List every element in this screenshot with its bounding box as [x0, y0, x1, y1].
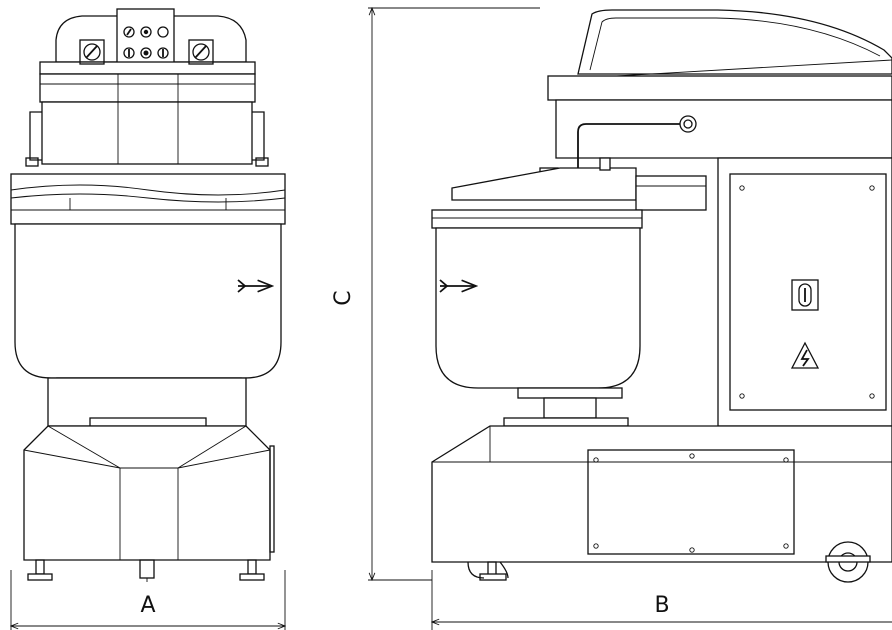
head-housing [25, 101, 269, 167]
dimension-label-c: C [331, 290, 356, 305]
head-body [539, 75, 892, 177]
side-feet [467, 541, 871, 583]
rotary-switch-icon [791, 279, 819, 311]
bowl-collar [10, 173, 286, 225]
control-panel [39, 8, 256, 103]
bowl-lid [431, 157, 707, 229]
side-bowl [435, 227, 641, 427]
rotary-switch-icon [79, 39, 105, 65]
dimension-b: B [432, 570, 892, 630]
bowl [14, 223, 282, 379]
dimension-label-a: A [140, 593, 155, 618]
side-view: C [331, 8, 892, 630]
rotary-switch-icon [188, 39, 214, 65]
leveling-feet [27, 559, 265, 582]
rotation-arrow-icon [237, 279, 272, 293]
dimension-label-b: B [654, 593, 669, 618]
side-base [431, 425, 892, 563]
front-view: A [10, 8, 286, 630]
high-voltage-warning-icon [790, 341, 820, 369]
machine-base [23, 425, 275, 561]
dimension-a: A [11, 570, 285, 630]
rotation-arrow-icon [439, 279, 476, 293]
dimension-c: C [331, 8, 540, 580]
head-cover [547, 9, 892, 81]
column-panel [717, 157, 892, 427]
panel-buttons [123, 26, 169, 59]
